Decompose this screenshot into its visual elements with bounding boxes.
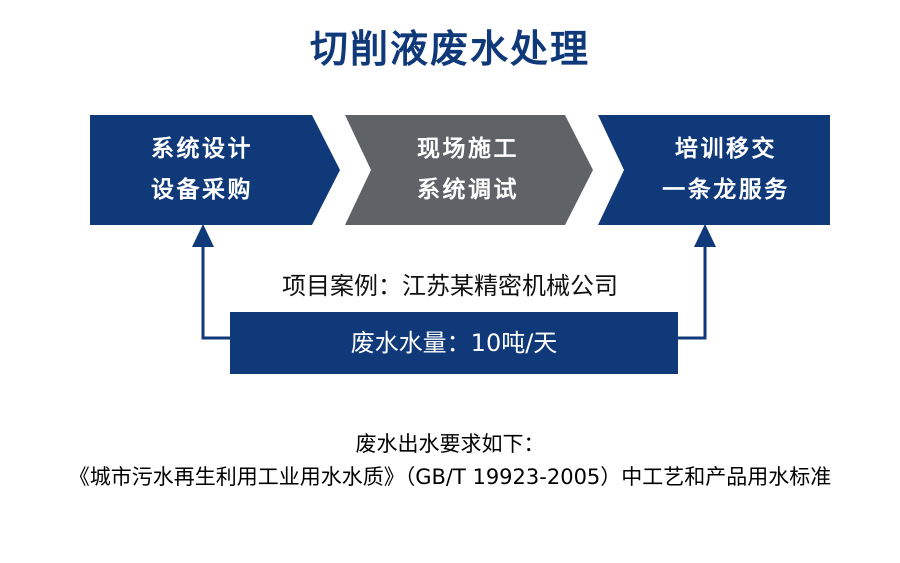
wastewater-volume-text: 废水水量：10吨/天 [350, 329, 558, 357]
process-step-line2: 设备采购 [151, 177, 253, 203]
wastewater-volume-banner: 废水水量：10吨/天 [230, 312, 678, 374]
process-step-design-procurement[interactable]: 系统设计 设备采购 [90, 115, 340, 225]
effluent-requirement-heading: 废水出水要求如下： [355, 432, 545, 456]
process-step-line2: 一条龙服务 [662, 177, 790, 203]
process-step-line1: 培训移交 [675, 136, 777, 162]
process-step-line1: 现场施工 [417, 136, 519, 162]
project-case-label: 项目案例：江苏某精密机械公司 [282, 272, 618, 300]
page-title: 切削液废水处理 [309, 27, 590, 71]
process-step-line2: 系统调试 [417, 177, 519, 203]
process-step-training-handover[interactable]: 培训移交 一条龙服务 [598, 115, 830, 225]
effluent-requirement-notes: 废水出水要求如下： 《城市污水再生利用工业用水水质》（GB/T 19923-20… [0, 428, 900, 493]
process-step-construction-commissioning[interactable]: 现场施工 系统调试 [345, 115, 593, 225]
process-flow: 系统设计 设备采购 现场施工 系统调试 培训移交 一条龙服务 [90, 115, 830, 225]
effluent-requirement-standard: 《城市污水再生利用工业用水水质》（GB/T 19923-2005）中工艺和产品用… [68, 464, 832, 489]
process-step-line1: 系统设计 [151, 136, 253, 162]
